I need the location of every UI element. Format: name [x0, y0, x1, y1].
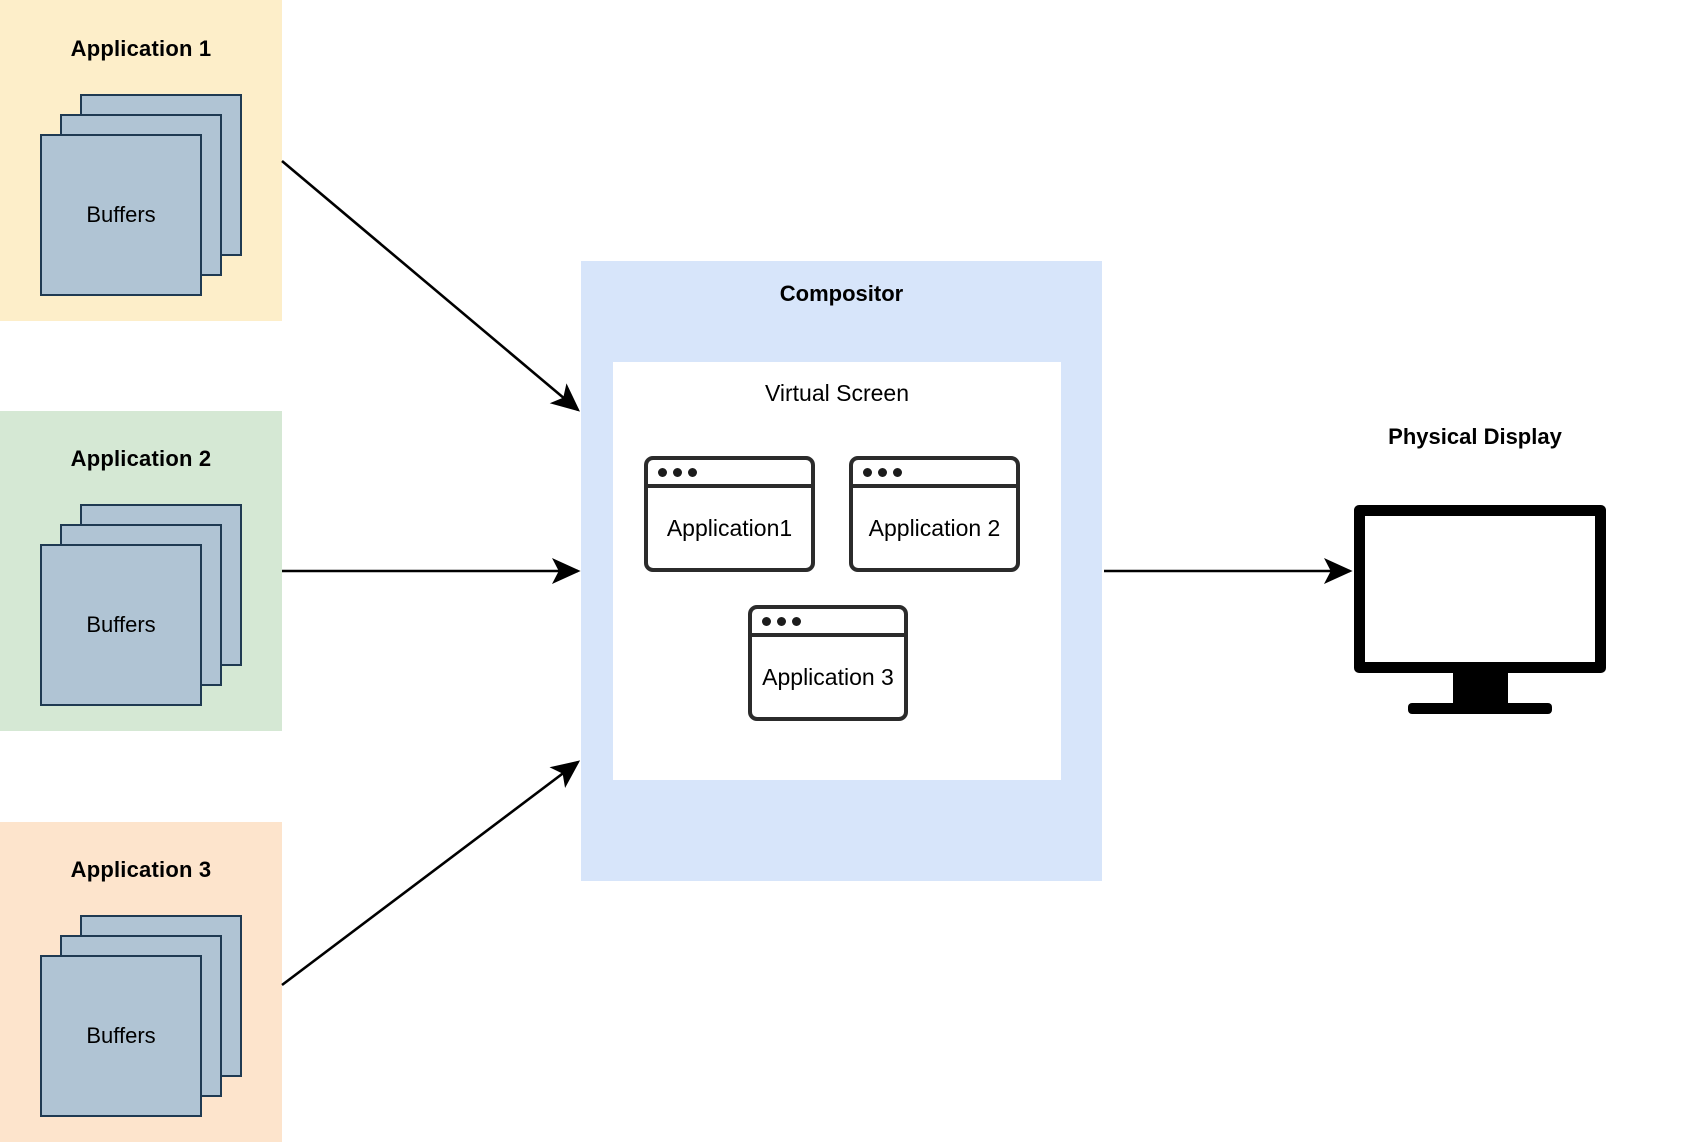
physical-display-title: Physical Display: [1388, 424, 1562, 449]
window-titlebar: [752, 609, 904, 637]
arrow-app3-to-compositor: [281, 760, 581, 987]
application-3-panel: Application 3 Buffers: [0, 822, 282, 1142]
application-2-panel: Application 2 Buffers: [0, 411, 282, 731]
window-dot-icon: [878, 467, 887, 477]
compositor-title: Compositor: [779, 281, 904, 306]
virtual-window-application1[interactable]: Application1: [644, 456, 815, 572]
window-label: Application1: [666, 514, 793, 541]
buffers-label: Buffers: [86, 612, 156, 637]
application-3-title: Application 3: [70, 857, 212, 882]
application-1-title: Application 1: [70, 36, 212, 61]
window-dot-icon: [863, 467, 872, 477]
window-dot-icon: [893, 467, 902, 477]
monitor-screen: [1354, 505, 1606, 673]
window-dot-icon: [658, 467, 667, 477]
virtual-screen-title: Virtual Screen: [764, 380, 910, 406]
application-3-buffer-stack: Buffers: [40, 915, 242, 1117]
virtual-window-application2[interactable]: Application 2: [849, 456, 1020, 572]
application-2-buffer-stack: Buffers: [40, 504, 242, 706]
monitor-stand-base: [1408, 703, 1552, 714]
application-1-panel: Application 1 Buffers: [0, 0, 282, 321]
window-label: Application 2: [868, 514, 1001, 541]
window-titlebar: [853, 460, 1016, 488]
buffers-label: Buffers: [86, 202, 156, 227]
window-dot-icon: [673, 467, 682, 477]
window-dot-icon: [688, 467, 697, 477]
buffers-label: Buffers: [86, 1023, 156, 1048]
window-dot-icon: [762, 616, 771, 626]
application-2-title: Application 2: [70, 446, 212, 471]
virtual-screen-panel: Virtual Screen Application1 Application …: [613, 362, 1061, 780]
application-1-buffer-stack: Buffers: [40, 94, 242, 296]
buffer-sheet-front: [40, 955, 202, 1117]
window-dot-icon: [777, 616, 786, 626]
window-dot-icon: [792, 616, 801, 626]
arrow-app1-to-compositor: [281, 160, 580, 412]
compositor-panel: Compositor Virtual Screen Application1: [581, 261, 1102, 881]
window-label: Application 3: [762, 663, 894, 690]
virtual-window-application3[interactable]: Application 3: [748, 605, 908, 721]
buffer-sheet-front: [40, 544, 202, 706]
window-titlebar: [648, 460, 811, 488]
buffer-sheet-front: [40, 134, 202, 296]
physical-display-monitor: [1354, 505, 1606, 714]
